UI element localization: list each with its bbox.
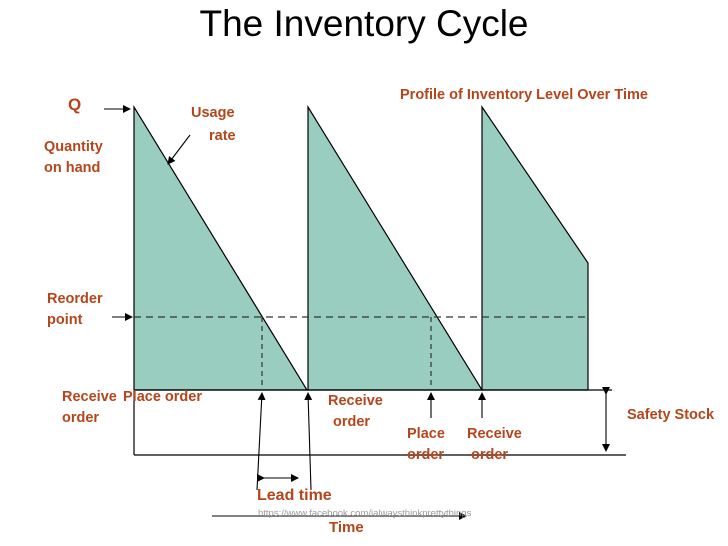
inventory-sawtooth-2 — [307, 104, 484, 391]
reorder-point-label-line1: Reorder — [47, 291, 103, 307]
inventory-sawtooth-1 — [133, 104, 309, 391]
receive-order-label-3-line1: Receive — [467, 426, 522, 442]
reorder-point-label-line2: point — [47, 312, 83, 328]
receive-order-label-3-line2: order — [471, 447, 509, 463]
lead-time-label: Lead time — [257, 487, 332, 504]
receive-order-label-2-line1: Receive — [328, 393, 383, 409]
receive-order-arrow-2 — [304, 392, 313, 491]
q-label: Q — [68, 95, 82, 114]
receive-order-label-1-line1: Receive — [62, 389, 117, 405]
slide-title: The Inventory Cycle — [199, 3, 529, 44]
receive-order-label-1-line2: order — [62, 410, 100, 426]
usage-rate-arrow — [167, 134, 191, 165]
quantity-label-line1: Quantity — [44, 139, 103, 155]
receive-order-label-2-line2: order — [333, 414, 371, 430]
profile-label: Profile of Inventory Level Over Time — [400, 87, 648, 103]
inventory-sawtooth-3 — [481, 105, 589, 391]
time-label: Time — [329, 519, 364, 536]
safety-stock-label: Safety Stock — [627, 407, 715, 423]
quantity-label-line2: on hand — [44, 160, 101, 176]
usage-rate-label-line1: Usage — [191, 105, 235, 121]
source-url-text: https://www.facebook.com/ialwaysthinkpre… — [258, 508, 472, 519]
place-order-label-2-line1: Place — [407, 426, 445, 442]
place-order-label-1: Place order — [123, 389, 202, 405]
place-order-arrow-1 — [256, 392, 266, 491]
place-order-label-2-line2: order — [407, 447, 445, 463]
usage-rate-label-line2: rate — [209, 128, 236, 144]
